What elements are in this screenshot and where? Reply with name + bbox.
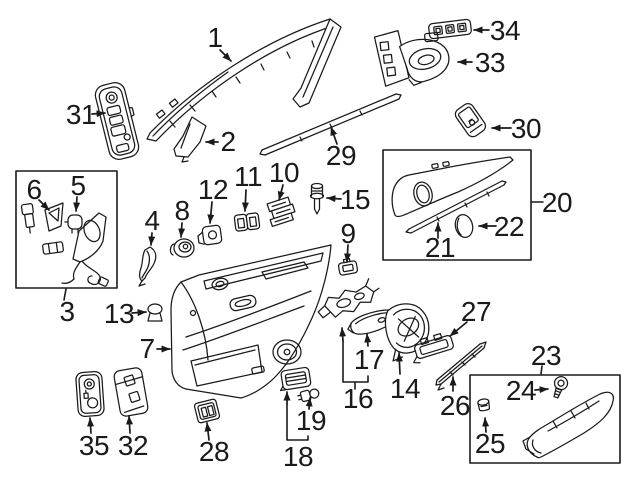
callout-26: 26	[439, 390, 471, 421]
callout-28: 28	[198, 436, 230, 467]
callout-5: 5	[70, 170, 86, 201]
callout-32: 32	[117, 430, 149, 461]
part-pillar-sail-trim	[173, 116, 207, 163]
callout-9: 9	[340, 218, 356, 249]
part-mirror-connector	[20, 203, 35, 234]
callout-17: 17	[353, 344, 385, 375]
leader-lines	[63, 201, 544, 441]
part-courtesy-lamp-18	[279, 366, 312, 392]
callout-14: 14	[389, 373, 421, 404]
part-mirror-housing-harness	[61, 212, 109, 287]
callout-1: 1	[207, 22, 223, 53]
callout-25: 25	[474, 428, 506, 459]
callout-4: 4	[144, 205, 160, 236]
callout-24: 24	[505, 375, 537, 406]
part-mirror-base-clip	[42, 241, 64, 255]
callout-2: 2	[220, 126, 236, 157]
part-pull-handle-bracket	[373, 30, 450, 87]
part-mirror-bracket	[44, 202, 64, 232]
callout-33: 33	[474, 47, 506, 78]
part-clip-25	[477, 398, 491, 412]
callout-13: 13	[103, 298, 135, 329]
part-sill-strip-26	[435, 341, 487, 391]
part-clip-10	[266, 196, 296, 228]
part-speaker-trim-panel	[391, 156, 514, 218]
callout-29: 29	[325, 140, 357, 171]
part-window-frame-molding	[146, 18, 342, 142]
callout-30: 30	[510, 113, 542, 144]
callout-27: 27	[460, 296, 492, 327]
callout-7: 7	[139, 333, 155, 364]
part-switch-bezel-32	[113, 367, 149, 417]
part-grommet-8	[169, 238, 195, 258]
callout-20: 20	[541, 187, 573, 218]
part-clip-13	[147, 303, 163, 322]
part-rail-bracket-27	[413, 332, 454, 364]
mirror-parts-box	[15, 170, 118, 289]
part-cap-22	[454, 214, 474, 238]
callout-31: 31	[65, 99, 97, 130]
part-door-trim-panel	[170, 244, 332, 399]
callout-11: 11	[233, 161, 263, 192]
part-clip-11	[233, 212, 261, 232]
part-bracket-4	[138, 246, 157, 287]
callout-22: 22	[493, 211, 525, 242]
part-clip-12	[197, 224, 223, 246]
part-trim-strip-21	[405, 180, 507, 234]
callout-15: 15	[339, 184, 371, 215]
part-mirror-clip	[64, 214, 83, 234]
callout-35: 35	[78, 430, 110, 461]
callout-16: 16	[342, 383, 374, 414]
part-armrest	[522, 391, 615, 459]
callout-6: 6	[26, 174, 42, 205]
part-bolt-24	[553, 376, 569, 399]
part-handle-bracket-16	[317, 278, 380, 319]
callout-8: 8	[174, 195, 190, 226]
callout-19: 19	[295, 405, 327, 436]
callout-3: 3	[59, 296, 75, 327]
callout-23: 23	[530, 340, 562, 371]
armrest-box	[469, 374, 621, 464]
part-switch-trim-strip	[428, 18, 472, 40]
callout-34: 34	[489, 15, 521, 46]
part-screw-pin-15	[309, 182, 325, 215]
callout-21: 21	[424, 232, 456, 263]
callout-12: 12	[197, 174, 229, 205]
callout-10: 10	[268, 157, 300, 188]
part-lock-switch	[454, 103, 487, 138]
callout-18: 18	[282, 441, 314, 472]
callout-arrows	[38, 26, 549, 441]
part-window-switch-panel	[94, 81, 140, 161]
part-seat-memory-switch-35	[75, 370, 105, 418]
speaker-trim-box	[382, 149, 532, 261]
part-trunk-switch-28	[193, 398, 221, 424]
part-bulb-socket-19	[297, 388, 320, 403]
